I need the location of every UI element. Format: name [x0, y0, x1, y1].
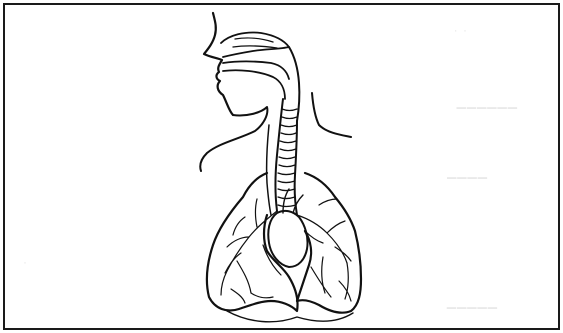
- neck-front: [200, 107, 267, 171]
- tongue: [223, 70, 285, 99]
- heart-vessels: [283, 189, 303, 213]
- respiratory-system-illustration: [5, 5, 558, 328]
- esophagus: [267, 125, 271, 215]
- face-profile: [204, 13, 233, 115]
- nasal-cavity: [221, 32, 289, 57]
- trachea-left-wall: [276, 99, 284, 211]
- trachea-right-wall: [295, 121, 297, 215]
- neck-back: [312, 93, 351, 137]
- nasal-conchae: [233, 38, 277, 48]
- right-bronchial-tree: [297, 199, 351, 301]
- left-lung-outline: [207, 173, 298, 311]
- figure-frame: · · ▁▁▁▁▁▁ ▁▁▁▁ ▁▁▁▁▁ ·: [3, 3, 560, 330]
